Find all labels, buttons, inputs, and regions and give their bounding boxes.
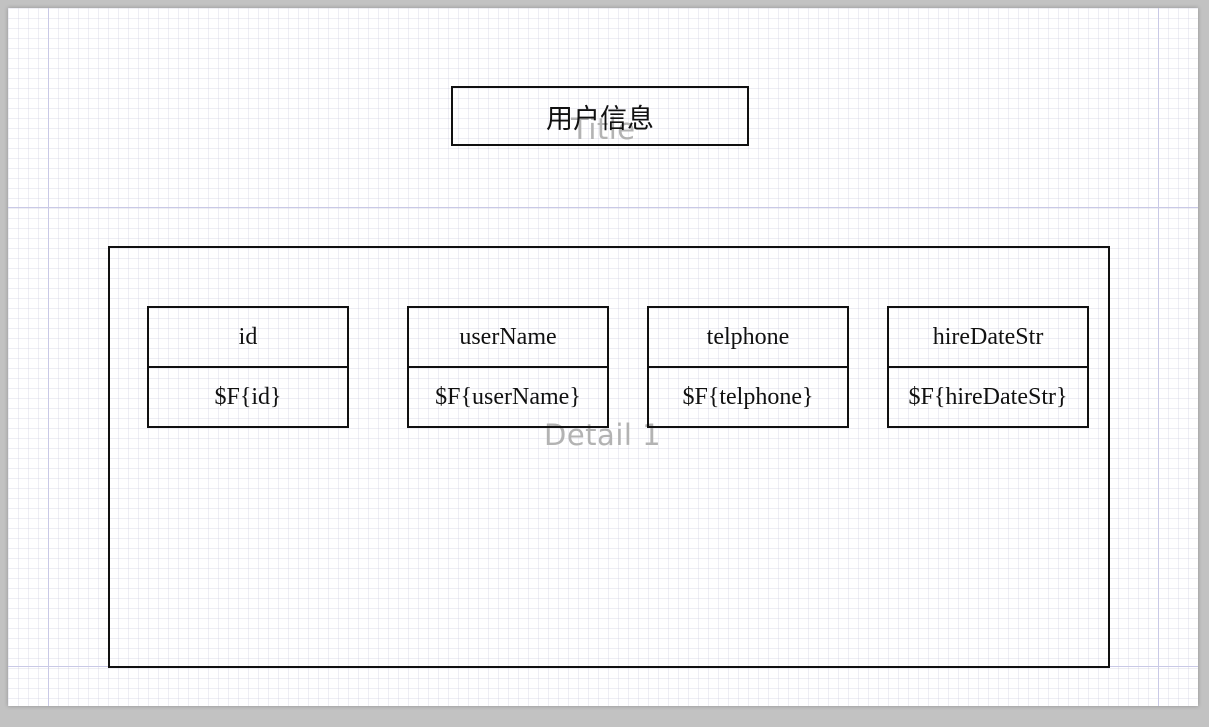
right-margin-guide[interactable] <box>1158 8 1159 706</box>
column-field-hiredatestr[interactable]: $F{hireDateStr} <box>887 366 1089 428</box>
column-header-id[interactable]: id <box>147 306 349 368</box>
detail-frame[interactable] <box>108 246 1110 668</box>
column-field-id[interactable]: $F{id} <box>147 366 349 428</box>
left-margin-guide[interactable] <box>48 8 49 706</box>
column-header-telphone[interactable]: telphone <box>647 306 849 368</box>
column-field-username[interactable]: $F{userName} <box>407 366 609 428</box>
column-header-username[interactable]: userName <box>407 306 609 368</box>
title-band-bottom-guide[interactable] <box>8 207 1198 208</box>
column-header-hiredatestr[interactable]: hireDateStr <box>887 306 1089 368</box>
column-field-telphone[interactable]: $F{telphone} <box>647 366 849 428</box>
report-canvas[interactable]: Title Detail 1 用户信息 id $F{id} userName $… <box>8 8 1198 706</box>
report-title-textfield[interactable]: 用户信息 <box>451 86 749 146</box>
